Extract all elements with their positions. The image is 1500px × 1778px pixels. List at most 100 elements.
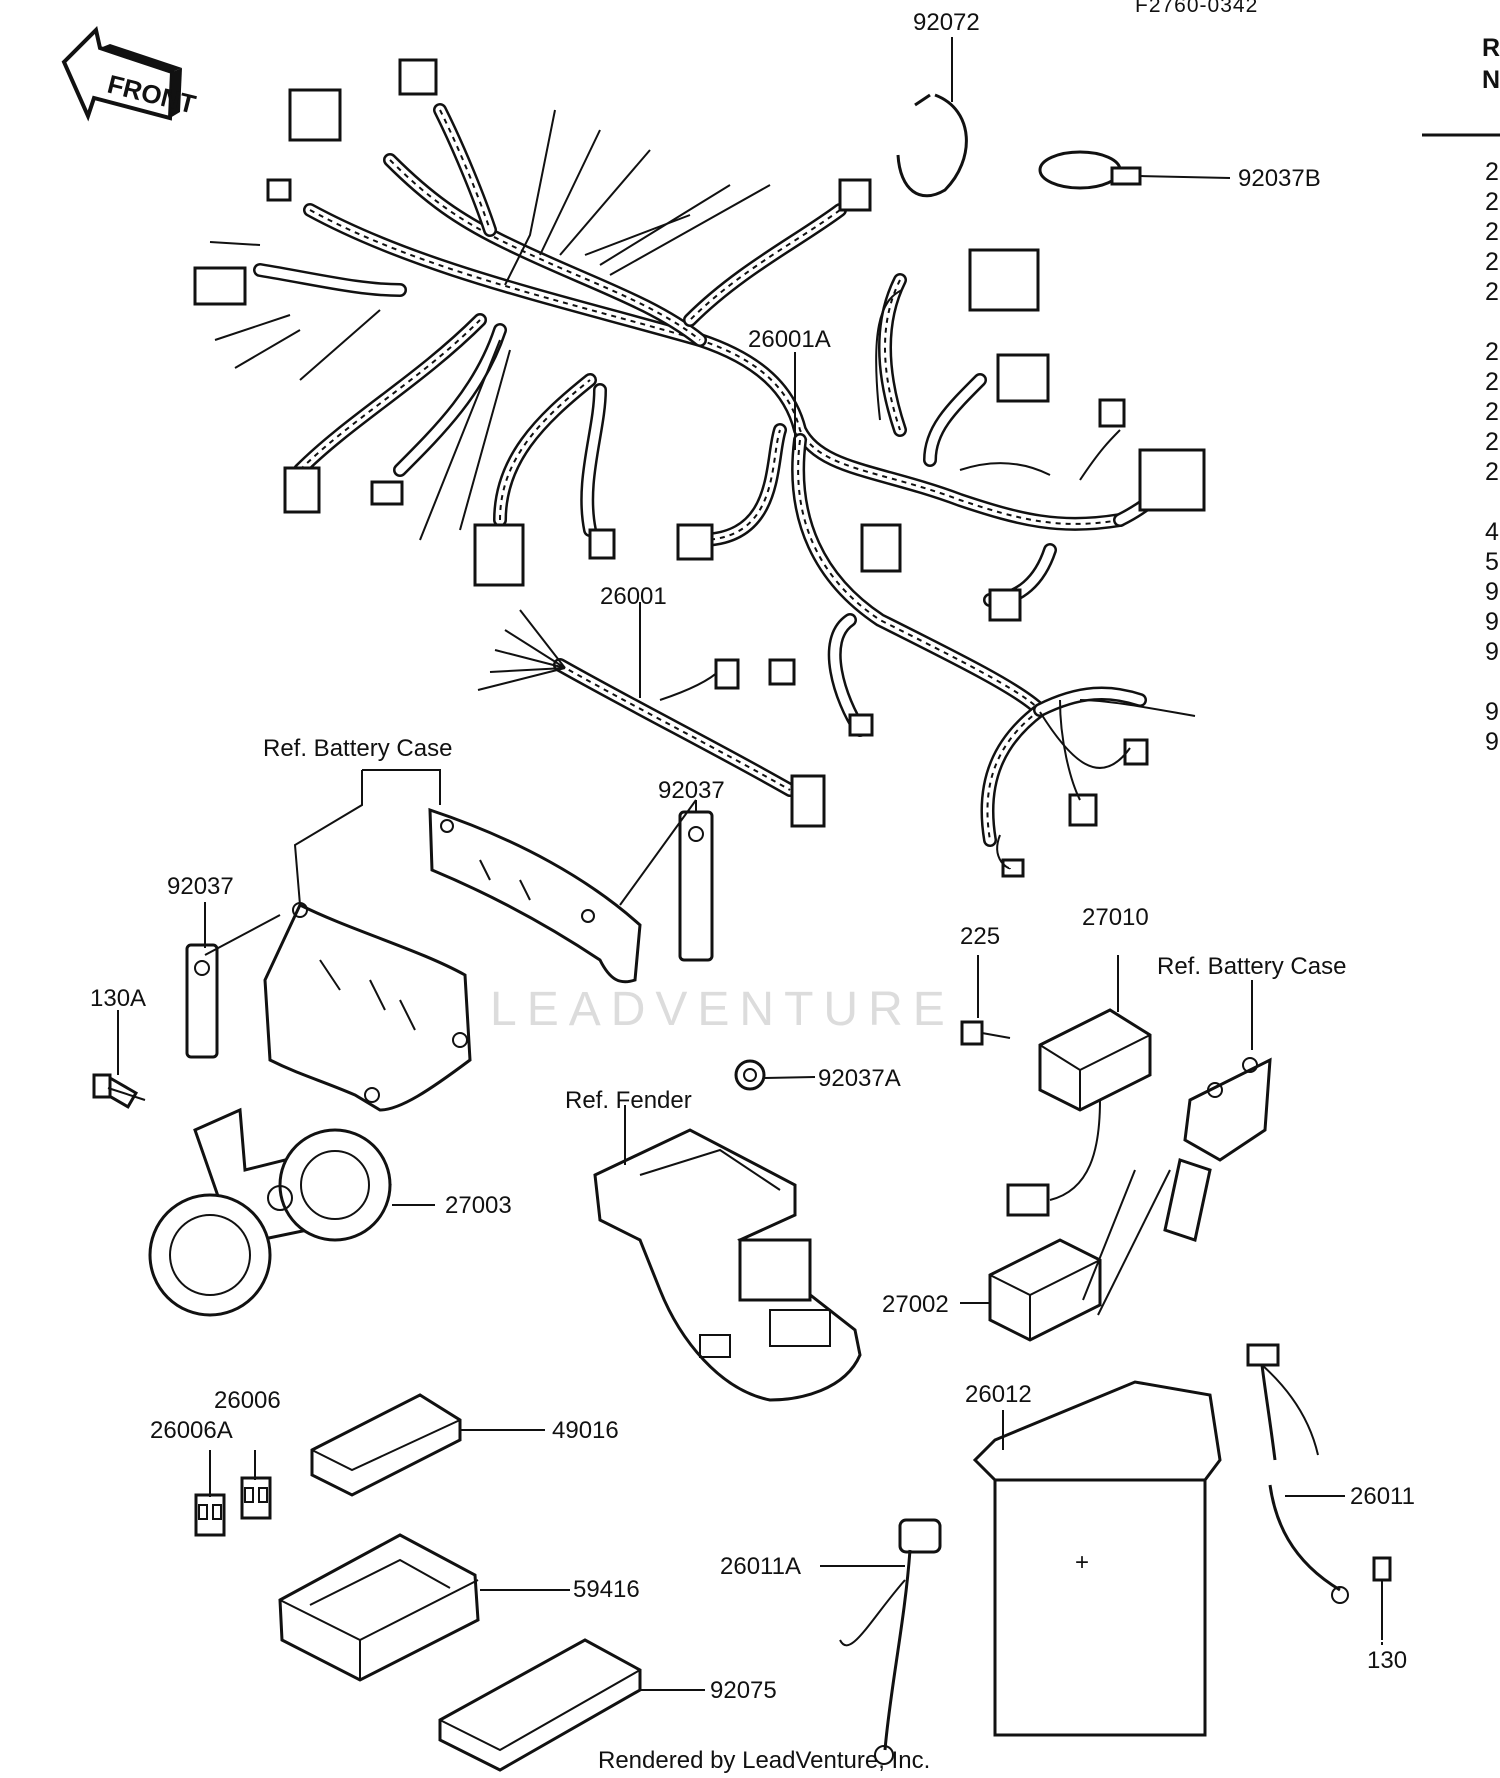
- main-wiring-harness-26001A: [193, 58, 1206, 878]
- table-row-char: 9: [1485, 578, 1499, 606]
- connector-icon: [968, 248, 1040, 312]
- table-row-char: 2: [1485, 368, 1499, 396]
- relay-27002: [988, 1238, 1102, 1342]
- connector-icon: [283, 466, 321, 514]
- table-row-char: 4: [1485, 518, 1499, 546]
- callout-27002: 27002: [882, 1291, 949, 1318]
- callout-26006: 26006: [214, 1387, 281, 1414]
- drawing-code: F2760-0342: [1135, 0, 1258, 17]
- table-row-char: 2: [1485, 158, 1499, 186]
- band-clamp-92072: [896, 93, 968, 198]
- table-row-char: 2: [1485, 248, 1499, 276]
- connector-icon: [838, 178, 872, 212]
- battery-plus-sign: +: [1075, 1549, 1089, 1576]
- table-header-top: R: [1482, 34, 1500, 62]
- horn-27003: [99, 1075, 392, 1317]
- table-row-char: 2: [1485, 428, 1499, 456]
- connector-icon: [266, 178, 292, 202]
- table-row-char: 5: [1485, 548, 1499, 576]
- ref-battery-case-left: Ref. Battery Case: [263, 735, 452, 762]
- callout-27010: 27010: [1082, 904, 1149, 931]
- leader-lines: [117, 37, 1383, 1691]
- callout-26001: 26001: [600, 583, 667, 610]
- fuse-box-59416: [278, 1533, 480, 1682]
- callout-130A: 130A: [90, 985, 146, 1012]
- relay-bracket: [1163, 1057, 1272, 1242]
- callout-92037-right: 92037: [658, 777, 725, 804]
- table-row-char: 2: [1485, 278, 1499, 306]
- bolt-225: [960, 1020, 1011, 1046]
- bolt-130A: [92, 1073, 146, 1101]
- ref-battery-case-right: Ref. Battery Case: [1157, 953, 1346, 980]
- connector-icon: [988, 588, 1022, 622]
- callout-130: 130: [1367, 1647, 1407, 1674]
- callout-26011A: 26011A: [720, 1553, 801, 1580]
- callout-92037B: 92037B: [1238, 165, 1321, 192]
- connector-icon: [790, 774, 826, 828]
- battery-26012: +: [972, 1380, 1222, 1737]
- rear-fender: [593, 1128, 862, 1402]
- connector-icon: [370, 480, 404, 506]
- table-header-bottom: N: [1482, 66, 1500, 94]
- connector-icon: [860, 523, 902, 573]
- sub-harness-26001: [477, 609, 826, 828]
- callout-26011: 26011: [1350, 1483, 1415, 1510]
- connector-icon: [676, 523, 714, 561]
- table-row-char: 9: [1485, 638, 1499, 666]
- connector-icon: [1001, 858, 1025, 878]
- connector-icon: [398, 58, 438, 96]
- table-row-char: 9: [1485, 698, 1499, 726]
- grommet-92037A: [734, 1059, 816, 1091]
- callout-49016: 49016: [552, 1417, 619, 1444]
- leader-line: [1082, 1169, 1136, 1301]
- watermark-text: LEADVENTURE: [490, 983, 955, 1036]
- table-row-char: 2: [1485, 398, 1499, 426]
- leader-line: [1097, 1169, 1171, 1316]
- connector-icon: [768, 658, 796, 686]
- callout-26001A: 26001A: [748, 326, 831, 353]
- connector-icon: [1123, 738, 1149, 766]
- cable-tie-92037B: [1038, 150, 1231, 190]
- battery-cable-26011: [1246, 1343, 1349, 1604]
- footer-credit: Rendered by LeadVenture, Inc.: [598, 1747, 930, 1774]
- callout-59416: 59416: [573, 1576, 640, 1603]
- callout-92075: 92075: [710, 1677, 777, 1704]
- table-row-char: 2: [1485, 188, 1499, 216]
- table-row-char: 2: [1485, 458, 1499, 486]
- table-row-char: 2: [1485, 338, 1499, 366]
- connector-icon: [848, 713, 874, 737]
- table-row-char: 9: [1485, 608, 1499, 636]
- callout-92037A: 92037A: [818, 1065, 901, 1092]
- callout-92037-left: 92037: [167, 873, 234, 900]
- strap-92037-right: [678, 810, 714, 962]
- strap-92037-left: [185, 943, 219, 1059]
- callout-27003: 27003: [445, 1192, 512, 1219]
- fuse-26006: [240, 1476, 272, 1520]
- connector-icon: [588, 528, 616, 560]
- connector-icon: [996, 353, 1050, 403]
- connector-icon: [1138, 448, 1206, 512]
- front-direction-arrow-icon: FRONT: [61, 26, 199, 122]
- ref-fender: Ref. Fender: [565, 1087, 692, 1114]
- callout-26012: 26012: [965, 1381, 1032, 1408]
- battery-case-bracket-left: [263, 902, 472, 1112]
- connector-icon: [473, 523, 525, 587]
- connector-icon: [193, 266, 247, 306]
- bolt-130: [1372, 1556, 1392, 1640]
- connector-icon: [1098, 398, 1126, 428]
- connector-icon: [288, 88, 342, 142]
- table-row-char: 2: [1485, 218, 1499, 246]
- fuse-box-cover-49016: [310, 1393, 462, 1497]
- connector-icon: [1068, 793, 1098, 827]
- battery-case-bracket-right: [428, 807, 642, 984]
- table-row-char: 9: [1485, 728, 1499, 756]
- relay-27010: [1006, 1008, 1152, 1217]
- fuse-26006A: [194, 1493, 226, 1537]
- callout-26006A: 26006A: [150, 1417, 233, 1444]
- callout-225: 225: [960, 923, 1000, 950]
- connector-icon: [714, 658, 740, 690]
